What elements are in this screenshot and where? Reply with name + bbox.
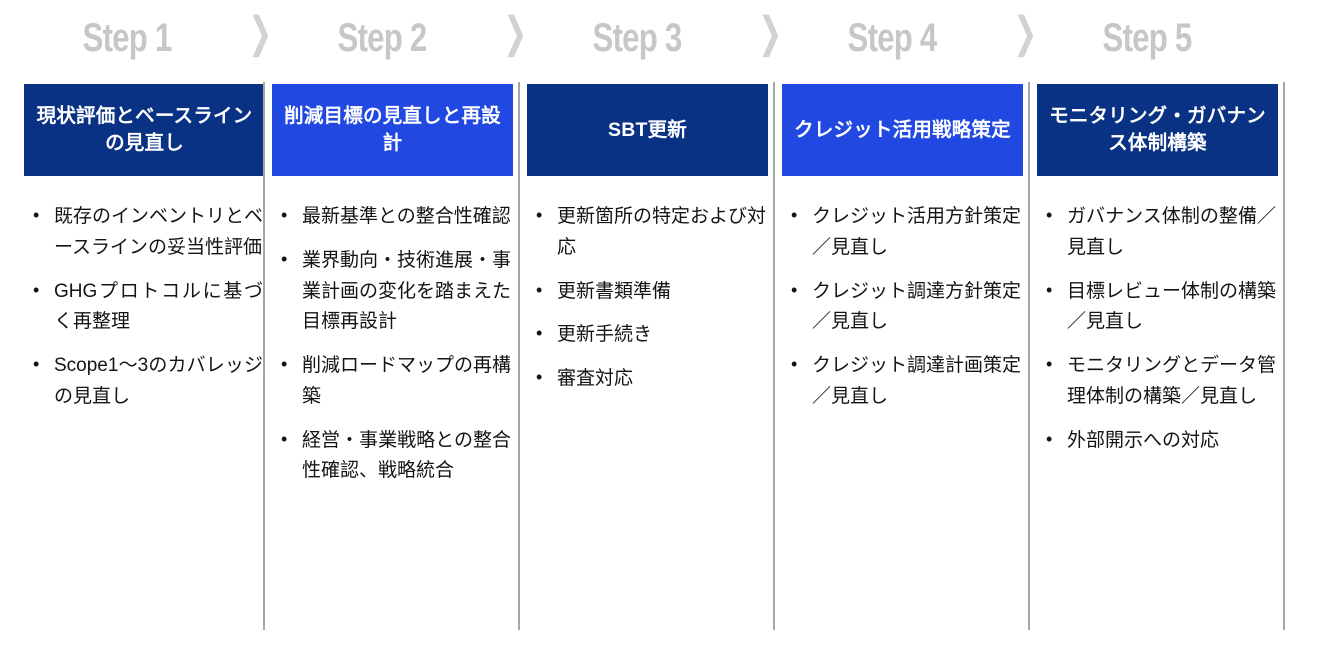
column-header-1: 現状評価とベースラインの見直し — [24, 84, 265, 176]
list-item: 削減ロードマップの再構築 — [278, 350, 511, 413]
bullet-list-2: 最新基準との整合性確認 業界動向・技術進展・事業計画の変化を踏まえた目標再設計 … — [272, 201, 513, 488]
step-column-5: モニタリング・ガバナンス体制構築 ガバナンス体制の整備／見直し 目標レビュー体制… — [1030, 76, 1285, 646]
list-item: 外部開示への対応 — [1043, 425, 1276, 457]
column-divider-3 — [773, 82, 775, 630]
list-item: クレジット調達計画策定／見直し — [788, 350, 1021, 413]
step-columns: 現状評価とベースラインの見直し 既存のインベントリとベースラインの妥当性評価 G… — [0, 76, 1327, 646]
list-item: ガバナンス体制の整備／見直し — [1043, 201, 1276, 264]
step-column-2: 削減目標の見直しと再設計 最新基準との整合性確認 業界動向・技術進展・事業計画の… — [265, 76, 520, 646]
list-item: 目標レビュー体制の構築／見直し — [1043, 276, 1276, 339]
step-label-1: Step 1 — [83, 16, 173, 60]
list-item: GHGプロトコルに基づく再整理 — [30, 276, 263, 339]
column-divider-5 — [1283, 82, 1285, 630]
bullet-list-3: 更新箇所の特定および対応 更新書類準備 更新手続き 審査対応 — [527, 201, 768, 395]
bullet-list-4: クレジット活用方針策定／見直し クレジット調達方針策定／見直し クレジット調達計… — [782, 201, 1023, 413]
step-column-3: SBT更新 更新箇所の特定および対応 更新書類準備 更新手続き 審査対応 — [520, 76, 775, 646]
column-header-3: SBT更新 — [527, 84, 768, 176]
step-label-row: Step 1 ❯ Step 2 ❯ Step 3 ❯ Step 4 ❯ Step… — [0, 0, 1327, 76]
bullet-list-5: ガバナンス体制の整備／見直し 目標レビュー体制の構築／見直し モニタリングとデー… — [1037, 201, 1278, 457]
step-column-4: クレジット活用戦略策定 クレジット活用方針策定／見直し クレジット調達方針策定／… — [775, 76, 1030, 646]
list-item: 更新箇所の特定および対応 — [533, 201, 766, 264]
list-item: クレジット活用方針策定／見直し — [788, 201, 1021, 264]
list-item: 更新書類準備 — [533, 276, 766, 308]
chevron-right-icon: ❯ — [1013, 8, 1038, 58]
step-cell-1: Step 1 — [0, 0, 255, 76]
bullet-list-1: 既存のインベントリとベースラインの妥当性評価 GHGプロトコルに基づく再整理 S… — [24, 201, 265, 413]
list-item: 審査対応 — [533, 363, 766, 395]
step-cell-5: Step 5 — [1020, 0, 1275, 76]
list-item: 業界動向・技術進展・事業計画の変化を踏まえた目標再設計 — [278, 245, 511, 338]
list-item: Scope1〜3のカバレッジの見直し — [30, 350, 263, 413]
step-label-2: Step 2 — [338, 16, 428, 60]
column-divider-2 — [518, 82, 520, 630]
step-label-3: Step 3 — [593, 16, 683, 60]
step-label-4: Step 4 — [848, 16, 938, 60]
column-divider-4 — [1028, 82, 1030, 630]
step-column-1: 現状評価とベースラインの見直し 既存のインベントリとベースラインの妥当性評価 G… — [0, 76, 265, 646]
step-cell-2: Step 2 — [255, 0, 510, 76]
list-item: クレジット調達方針策定／見直し — [788, 276, 1021, 339]
list-item: 既存のインベントリとベースラインの妥当性評価 — [30, 201, 263, 264]
chevron-right-icon: ❯ — [248, 8, 273, 58]
column-header-5: モニタリング・ガバナンス体制構築 — [1037, 84, 1278, 176]
column-header-4: クレジット活用戦略策定 — [782, 84, 1023, 176]
step-cell-3: Step 3 — [510, 0, 765, 76]
list-item: 最新基準との整合性確認 — [278, 201, 511, 233]
chevron-right-icon: ❯ — [758, 8, 783, 58]
column-divider-1 — [263, 82, 265, 630]
list-item: モニタリングとデータ管理体制の構築／見直し — [1043, 350, 1276, 413]
list-item: 経営・事業戦略との整合性確認、戦略統合 — [278, 425, 511, 488]
chevron-right-icon: ❯ — [503, 8, 528, 58]
column-header-2: 削減目標の見直しと再設計 — [272, 84, 513, 176]
step-label-5: Step 5 — [1103, 16, 1193, 60]
step-cell-4: Step 4 — [765, 0, 1020, 76]
list-item: 更新手続き — [533, 319, 766, 351]
